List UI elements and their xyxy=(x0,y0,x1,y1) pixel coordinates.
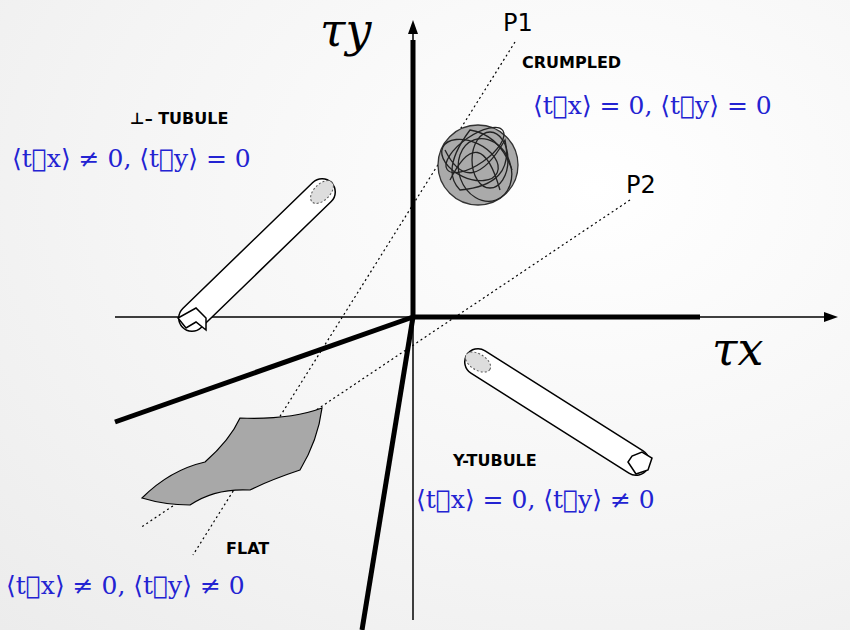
path-line xyxy=(140,200,630,528)
order-parameter: ⟨t⃗x⟩ ≠ 0, ⟨t⃗y⟩ ≠ 0 xyxy=(6,572,245,601)
phase-boundary xyxy=(411,40,416,317)
path-label: P2 xyxy=(626,172,656,200)
phase-name: FLAT xyxy=(226,540,269,558)
phase-name: Y-TUBULE xyxy=(453,452,537,470)
order-parameter: ⟨t⃗x⟩ = 0, ⟨t⃗y⟩ ≠ 0 xyxy=(416,486,655,515)
phase-name: ⊥– TUBULE xyxy=(130,110,228,128)
phase-name: CRUMPLED xyxy=(522,54,621,72)
phase-boundary xyxy=(115,317,413,422)
order-parameter: ⟨t⃗x⟩ = 0, ⟨t⃗y⟩ = 0 xyxy=(533,92,772,121)
axis-arrowhead xyxy=(824,312,838,322)
axis-arrowhead xyxy=(408,20,418,34)
phase-boundary xyxy=(413,315,700,320)
axis-label: τx xyxy=(712,323,763,376)
path-label: P1 xyxy=(503,10,533,38)
flat-membrane xyxy=(142,408,322,505)
tau-x-axis xyxy=(115,316,830,318)
phase-boundary xyxy=(362,317,413,630)
perp-tubule xyxy=(178,176,338,330)
crumpled-membrane xyxy=(435,119,520,209)
axis-label: τy xyxy=(320,4,371,57)
order-parameter: ⟨t⃗x⟩ ≠ 0, ⟨t⃗y⟩ = 0 xyxy=(12,145,251,174)
